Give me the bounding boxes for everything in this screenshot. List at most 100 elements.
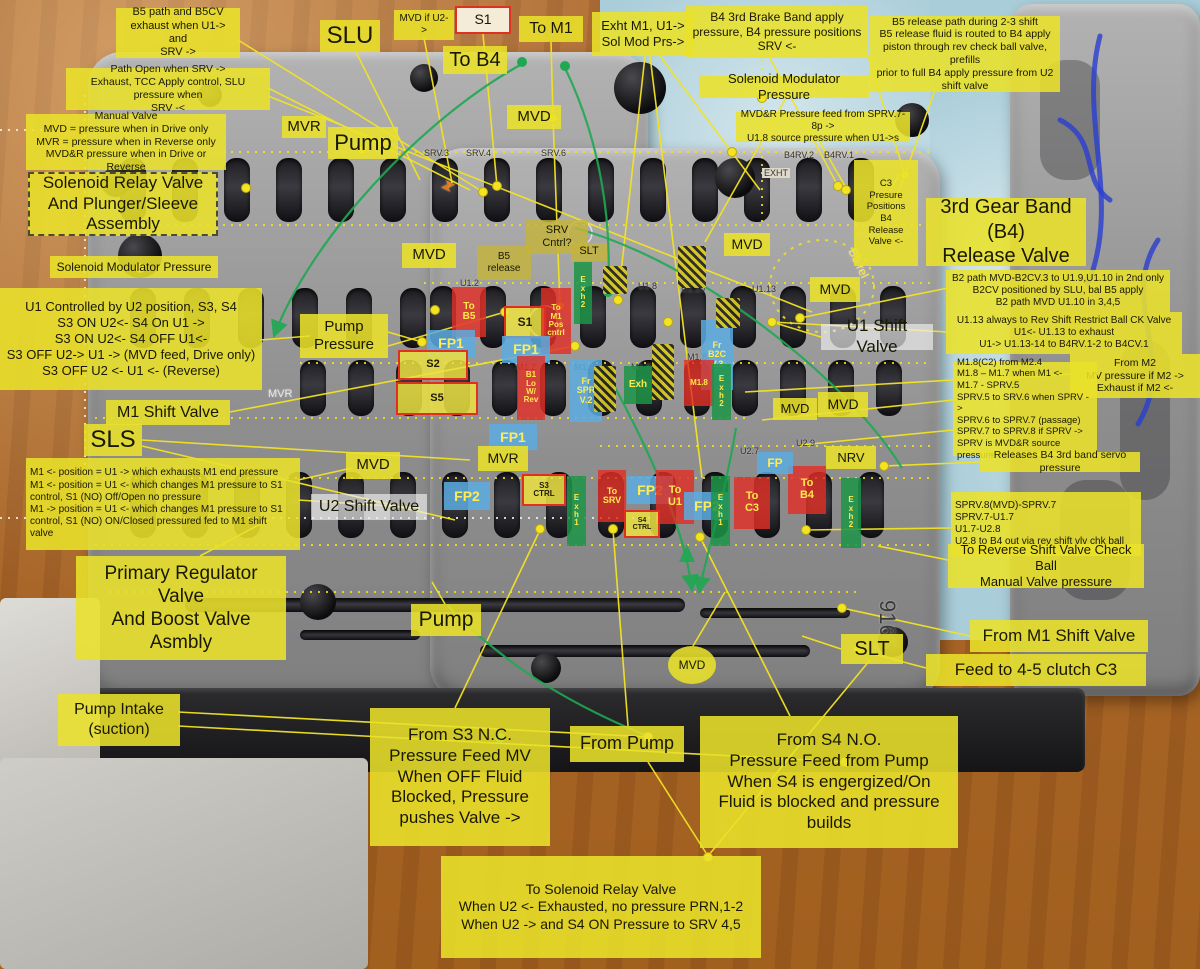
valve-bore	[588, 158, 614, 222]
label-nrv: NRV	[826, 446, 876, 469]
note-reverse-shift-check-ball: To Reverse Shift Valve Check Ball Manual…	[948, 542, 1144, 589]
chip-fp1-c: FP1	[489, 424, 537, 450]
note-exht-m1: Exht M1, U1-> Sol Mod Prs->	[592, 12, 694, 56]
valve-bore	[328, 158, 354, 222]
cast-u18: U1.8	[638, 281, 658, 291]
chip-b1-lo-w-rev: B1 Lo W/ Rev	[517, 356, 545, 420]
note-u113: U1.13 always to Rev Shift Restrict Ball …	[946, 312, 1182, 354]
note-from-s3: From S3 N.C. Pressure Feed MV When OFF F…	[370, 708, 550, 846]
chip-s5: S5	[396, 382, 478, 415]
valve-bore	[484, 158, 510, 222]
valve-bore	[876, 360, 902, 416]
note-path-open: Path Open when SRV -> Exhaust, TCC Apply…	[66, 63, 270, 114]
label-sls: SLS	[84, 424, 142, 456]
hatch-a	[603, 266, 627, 294]
chip-exh: Exh	[624, 366, 652, 404]
bolt-hole	[410, 64, 438, 92]
label-mvd-e: MVD	[818, 392, 868, 417]
cast-b4rv1: B4RV.1	[824, 150, 855, 160]
valve-bore	[300, 360, 326, 416]
note-primary-regulator: Primary Regulator Valve And Boost Valve …	[76, 556, 286, 660]
valve-bore	[732, 360, 758, 416]
hatch-c	[594, 366, 616, 412]
note-solenoid-relay-valve: Solenoid Relay Valve And Plunger/Sleeve …	[28, 172, 218, 236]
bolt-hole	[300, 584, 336, 620]
valve-bore	[692, 158, 718, 222]
chip-s2: S2	[398, 350, 468, 380]
chip-s1: S1	[504, 306, 546, 338]
cast-u29: U2.9	[796, 438, 816, 448]
label-to-m1: To M1	[519, 16, 583, 42]
note-m18-sprv: M1.8(C2) from M2.4 M1.8 – M1.7 when M1 <…	[953, 357, 1097, 461]
valve-bore	[400, 288, 426, 348]
note-manual-valve: Manual Valve MVD = pressure when in Driv…	[26, 110, 226, 173]
label-mvd-c: MVD	[810, 277, 860, 302]
chip-exh2-mid: E x h 2	[712, 364, 731, 420]
cast-exht: EXHT	[762, 168, 791, 178]
valve-bore	[640, 158, 666, 222]
chip-exh2-top: E x h 2	[574, 262, 592, 324]
note-b5-path: B5 path and B5CV exhaust when U1-> and S…	[116, 6, 240, 58]
valve-bore	[796, 158, 822, 222]
label-mvd-f: MVD	[346, 452, 400, 479]
valve-bore	[224, 158, 250, 222]
bolt-hole	[531, 653, 561, 683]
chip-exh1-a: E x h 1	[567, 476, 586, 546]
cast-srv4: SRV.4	[466, 148, 492, 158]
label-mvr-top: MVR	[282, 116, 326, 138]
chip-s3-ctrl: S3 CTRL	[522, 474, 566, 506]
note-b2-path: B2 path MVD-B2CV.3 to U1.9,U1.10 in 2nd …	[946, 270, 1170, 312]
note-b4-brake-band: B4 3rd Brake Band apply pressure, B4 pre…	[686, 6, 868, 58]
label-to-b4: To B4	[443, 46, 507, 74]
label-mvd-circle: MVD	[668, 646, 716, 684]
label-pump-top: Pump	[328, 127, 398, 159]
label-solenoid-mod-pressure-left: Solenoid Modulator Pressure	[50, 256, 218, 278]
cast-srv3: SRV.3	[424, 148, 450, 158]
note-m1-positions: M1 <- position = U1 -> which exhausts M1…	[26, 458, 300, 550]
gray-surface-bottom-left	[0, 758, 368, 969]
chip-fp2-left: FP2	[444, 482, 490, 510]
valve-bore	[276, 158, 302, 222]
label-from-pump: From Pump	[570, 726, 684, 762]
label-u1-shift-valve: U1 Shift Valve	[821, 316, 933, 356]
cast-srv6: SRV.6	[541, 148, 567, 158]
label-mvd-b: MVD	[724, 233, 770, 256]
label-u2-shift-valve: U2 Shift Valve	[311, 494, 427, 520]
valve-bore	[536, 158, 562, 222]
fluid-channel	[480, 645, 810, 657]
note-from-m1-shift-valve: From M1 Shift Valve	[970, 620, 1148, 652]
chip-to-c3: To C3	[734, 477, 770, 529]
hatch-b	[678, 246, 706, 288]
label-mvd-d: MVD	[773, 398, 817, 420]
label-pump-pressure: Pump Pressure	[300, 314, 388, 358]
valve-bore	[348, 360, 374, 416]
chip-exh1-b: E x h 1	[711, 476, 730, 546]
valve-bore	[858, 472, 884, 538]
label-mvd-a: MVD	[402, 243, 456, 268]
valve-bore	[492, 360, 518, 416]
hatch-e	[716, 298, 740, 328]
label-mvd-top: MVD	[507, 105, 561, 129]
cast-b4rv2: B4RV.2	[784, 150, 815, 160]
bolt-hole	[715, 158, 755, 198]
cast-u113: U1.13	[752, 284, 777, 294]
label-slu: SLU	[320, 20, 380, 52]
valve-bore	[630, 286, 656, 348]
note-mvdr-pressure-feed: MVD&R Pressure feed from SPRV.7- 8p -> U…	[736, 109, 910, 144]
label-s1-top: S1	[455, 6, 511, 34]
label-pump-bottom: Pump	[411, 604, 481, 636]
label-mvr-mid: MVR	[478, 446, 528, 471]
note-3rd-gear-band: 3rd Gear Band (B4) Release Valve	[926, 196, 1086, 267]
note-pump-intake: Pump Intake (suction)	[58, 694, 180, 746]
bolt-hole	[614, 62, 666, 114]
label-b5-release: B5 release	[477, 246, 531, 280]
chip-to-b4: To B4	[788, 466, 826, 514]
fluid-channel	[300, 630, 420, 640]
chip-to-srv: To SRV	[598, 470, 626, 522]
chip-exh2-right: E x h 2	[841, 478, 861, 548]
hatch-d	[652, 344, 674, 400]
valve-bore	[780, 286, 806, 348]
note-releases-b4: Releases B4 3rd band servo pressure	[980, 449, 1140, 474]
note-c3-positions: C3 Presure Positions B4 Release Valve <-	[854, 160, 918, 266]
